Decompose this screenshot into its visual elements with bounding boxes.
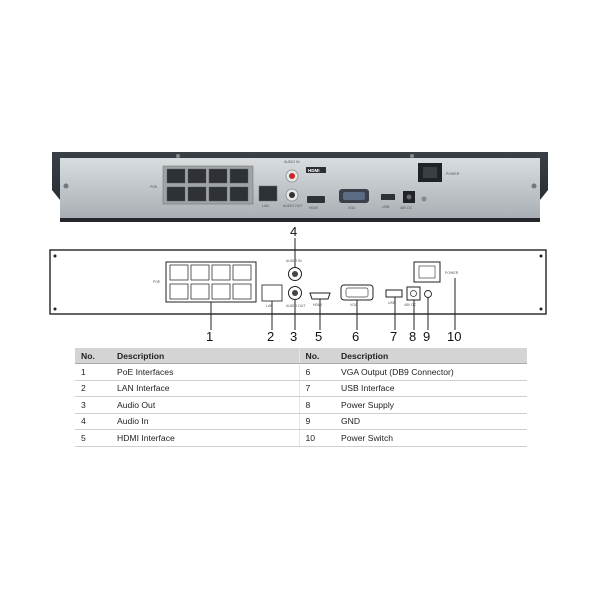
poe-diagram-label: POE [153,280,161,284]
table-cell: 2 [75,380,111,397]
hdmi-logo: HDMI [308,168,320,173]
lan-label: LAN [262,204,269,208]
usb-port-photo: USB [381,194,395,209]
header-no: No. [75,348,111,364]
power-switch-photo: POWER [418,163,460,182]
table-cell: HDMI Interface [111,429,299,447]
table-row: 3 Audio Out 8 Power Supply [75,396,527,414]
table-cell: 1 [75,363,111,381]
callout-2: 2 [267,329,274,344]
table-cell: PoE Interfaces [111,363,299,381]
hdmi-diagram-label: HDMI [313,303,322,307]
audio-in-label: AUDIO IN [284,160,300,164]
table-cell: 9 [298,413,335,430]
header-description: Description [111,348,299,364]
screw-icon [63,183,69,189]
dc-label: 48V DC [400,206,413,210]
table-header-row: No. Description No. Description [75,348,527,364]
table-cell: 5 [75,429,111,447]
header-no: No. [298,348,335,364]
table-cell: 3 [75,396,111,414]
table-cell: LAN Interface [111,380,299,397]
callout-3: 3 [290,329,297,344]
table-cell: 10 [298,429,335,447]
nvr-rear-panel-photo: POE LAN AUDIO IN AUDIO OUT HDMI HDMI VGA… [52,152,548,222]
table-row: 4 Audio In 9 GND [75,413,527,430]
table-row: 2 LAN Interface 7 USB Interface [75,380,527,397]
table-cell: USB Interface [335,380,527,397]
table-cell: Power Supply [335,396,527,414]
power-diagram-label: POWER [445,271,459,275]
hdmi-label: HDMI [309,206,318,210]
table-cell: VGA Output (DB9 Connector) [335,363,527,381]
screw-icon [531,183,537,189]
dc-diagram-label: 48V DC [404,303,417,307]
callout-4: 4 [290,224,297,239]
power-switch-diagram: POWER [413,261,459,283]
header-description: Description [335,348,527,364]
callout-5: 5 [315,329,322,344]
callout-lines [210,238,456,330]
vga-port-photo: VGA [339,189,369,210]
audio-ports-photo: AUDIO IN AUDIO OUT [283,160,303,208]
table-cell: 4 [75,413,111,430]
audio-out-label: AUDIO OUT [283,204,303,208]
power-label: POWER [446,172,460,176]
power-supply-photo: 48V DC [400,191,427,210]
power-supply-diagram: 48V DC [404,286,432,307]
callout-8: 8 [409,329,416,344]
callout-1: 1 [206,329,213,344]
lan-port-photo: LAN [258,185,278,208]
diagram-outline [49,249,547,315]
poe-port-block-photo: POE [150,165,254,205]
vga-diagram-label: VGA [350,303,358,307]
table-cell: 6 [298,363,335,381]
gnd-diagram-icon [424,290,432,298]
port-description-table: No. Description No. Description 1 PoE In… [75,348,527,447]
table-cell: 7 [298,380,335,397]
table-cell: Power Switch [335,429,527,447]
hdmi-port-photo: HDMI HDMI [306,167,326,210]
table-cell: Audio Out [111,396,299,414]
lan-diagram-label: LAN [266,304,273,308]
usb-diagram-label: USB [388,301,396,305]
usb-label: USB [382,205,390,209]
table-cell: GND [335,413,527,430]
chassis-frame [52,152,548,222]
callout-7: 7 [390,329,397,344]
hdmi-port-diagram: HDMI [309,292,331,307]
callout-6: 6 [352,329,359,344]
table-cell: 8 [298,396,335,414]
table-cell: Audio In [111,413,299,430]
vga-label: VGA [348,206,356,210]
poe-label: POE [150,185,158,189]
table-row: 1 PoE Interfaces 6 VGA Output (DB9 Conne… [75,363,527,381]
table-row: 5 HDMI Interface 10 Power Switch [75,429,527,447]
gnd-screw-icon [421,196,427,202]
audio-out-diagram-label: AUDIO OUT [286,304,306,308]
usb-port-diagram: USB [385,289,403,305]
audio-in-diagram-label: AUDIO IN [286,259,302,263]
poe-port-block-diagram: POE [153,261,257,303]
audio-ports-diagram: AUDIO IN AUDIO OUT [286,259,306,308]
callout-9: 9 [423,329,430,344]
rear-panel-diagram: POE LAN AUDIO IN AUDIO OUT HDMI VGA USB … [49,224,547,344]
callout-10: 10 [447,329,461,344]
